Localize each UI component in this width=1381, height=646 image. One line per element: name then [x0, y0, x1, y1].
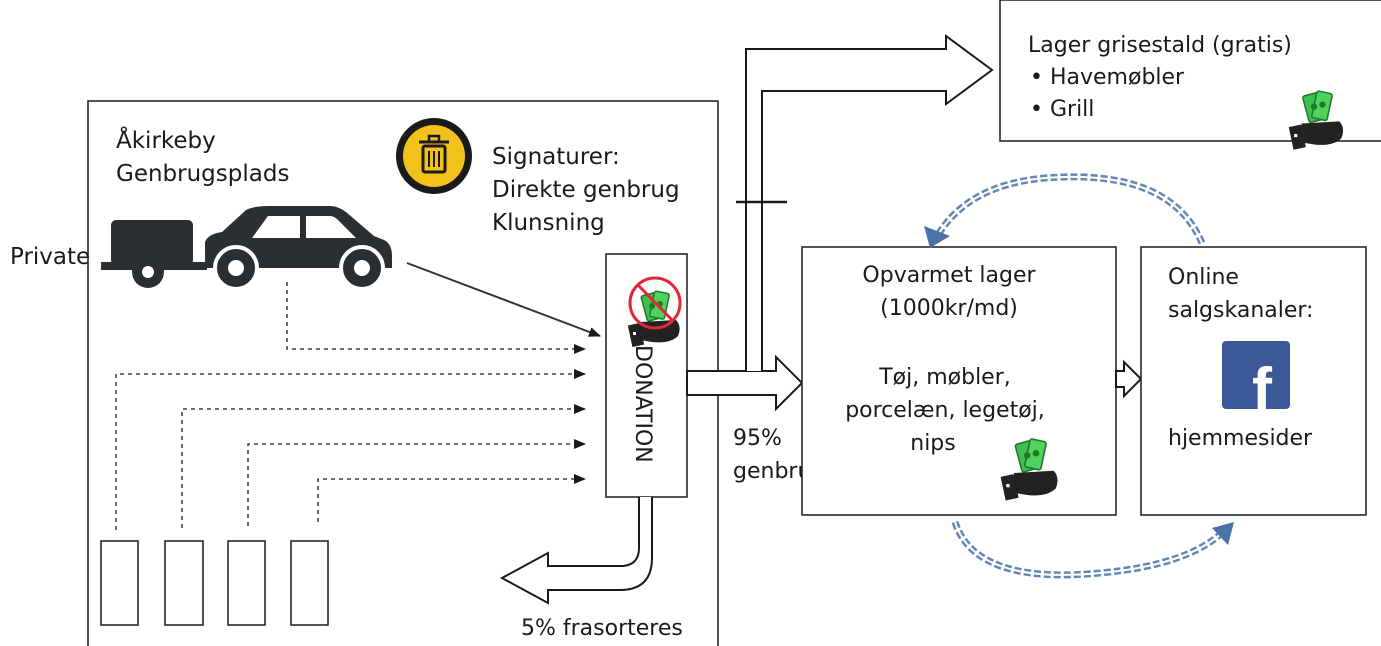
- pig-barn-item-2: • Grill: [1030, 97, 1094, 122]
- online-title-1: Online: [1168, 265, 1239, 290]
- discard-arrow: [499, 497, 653, 605]
- container-1: [100, 540, 139, 626]
- facebook-icon: f: [1222, 341, 1290, 423]
- dashed-input-arrows: [115, 282, 586, 530]
- pig-barn-item-1: • Havemøbler: [1030, 65, 1185, 90]
- container-4: [290, 540, 329, 626]
- reuse-arrow: [686, 354, 804, 412]
- heated-storage-contents-1: Tøj, møbler,: [878, 365, 1011, 390]
- pig-barn-title: Lager grisestald (gratis): [1028, 33, 1292, 58]
- donation-label: DONATION: [630, 345, 655, 463]
- pig-barn-box: [999, 0, 1381, 142]
- discard-label: 5% frasorteres: [521, 616, 683, 641]
- signatures-line2: Klunsning: [492, 210, 605, 236]
- svg-text:f: f: [1252, 356, 1273, 423]
- heated-storage-contents-2: porcelæn, legetøj,: [845, 398, 1045, 423]
- storage-to-online-arrow: [1115, 359, 1143, 399]
- online-websites-label: hjemmesider: [1168, 426, 1313, 451]
- car-icon: [205, 206, 392, 291]
- car-to-donation-arrow: [406, 262, 601, 337]
- containers: [100, 540, 329, 626]
- heated-storage-title-2: (1000kr/md): [880, 296, 1018, 321]
- signatures-line1: Direkte genbrug: [492, 177, 680, 203]
- reuse-percent: 95%: [733, 426, 782, 451]
- site-title-line1: Åkirkeby: [116, 126, 216, 154]
- trailer-icon: [101, 220, 207, 288]
- online-title-2: salgskanaler:: [1168, 298, 1313, 323]
- container-3: [227, 540, 266, 626]
- cycle-arrow-top: [924, 173, 1206, 248]
- trash-icon: [396, 118, 472, 194]
- private-label: Private: [10, 244, 90, 270]
- container-2: [164, 540, 204, 626]
- pig-barn-arrow: [736, 34, 994, 371]
- heated-storage-title-1: Opvarmet lager: [862, 263, 1036, 288]
- no-money-icon: [627, 276, 682, 348]
- signatures-title: Signaturer:: [492, 144, 620, 170]
- cycle-arrow-bottom: [951, 520, 1234, 579]
- heated-storage-contents-3: nips: [910, 431, 955, 456]
- site-title-line2: Genbrugsplads: [116, 161, 289, 187]
